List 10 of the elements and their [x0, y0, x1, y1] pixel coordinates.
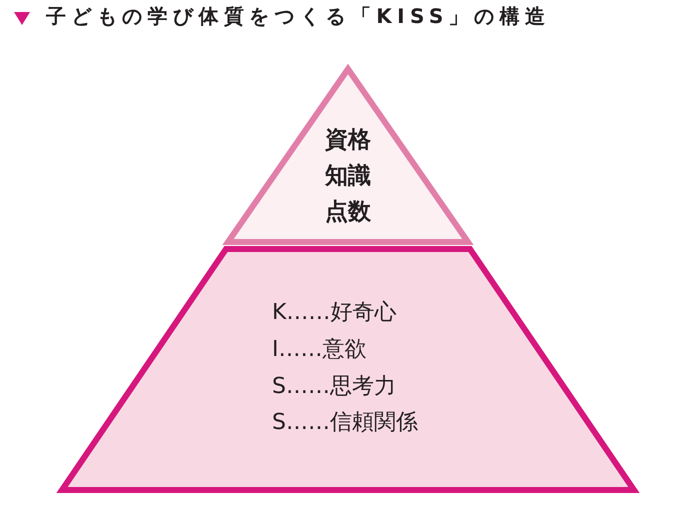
item-label: S……信頼関係 — [272, 410, 418, 436]
pyramid-top-triangle — [222, 62, 474, 246]
item-label: 資格 — [325, 126, 371, 154]
item-label: 点数 — [325, 198, 371, 226]
item-label: K……好奇心 — [272, 300, 396, 326]
title: 子どもの学び体質をつくる「KISS」の構造 — [46, 3, 550, 29]
item-label: 知識 — [325, 162, 371, 190]
item-label: S……思考力 — [272, 374, 396, 400]
pyramid-base-trapezoid — [56, 243, 640, 495]
item-label: I……意欲 — [272, 336, 366, 363]
